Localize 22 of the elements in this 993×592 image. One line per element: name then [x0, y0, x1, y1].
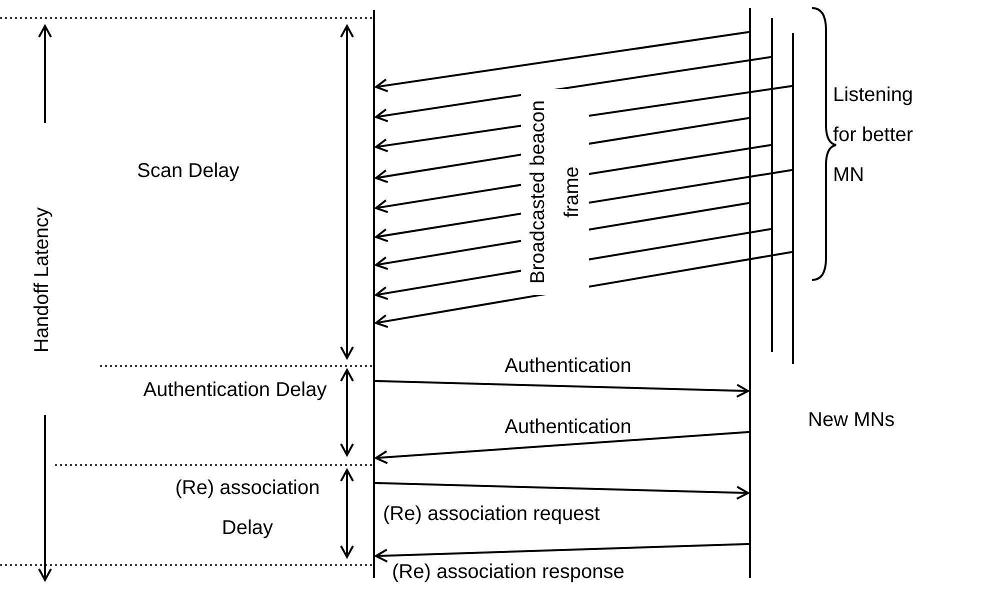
arrow [375, 31, 750, 92]
edge-label: (Re) association request [383, 502, 600, 527]
label: (Re) association Delay [174, 476, 321, 541]
arrow [375, 543, 750, 563]
lifeline [373, 10, 375, 578]
lifeline [771, 18, 773, 352]
arrow [375, 251, 792, 328]
lifeline [792, 33, 794, 364]
label: Authentication Delay [142, 378, 328, 403]
label: Handoff Latency [30, 207, 54, 353]
edge-label: Authentication [504, 354, 632, 379]
arrow [375, 431, 750, 464]
label: New MNs [808, 408, 895, 433]
arrow [374, 482, 749, 500]
label: Scan Delay [137, 159, 240, 184]
label: Listening for better MN [833, 83, 914, 188]
label: Broadcasted beacon frame [521, 89, 589, 295]
lifeline [749, 8, 751, 578]
arrow [375, 56, 772, 122]
edge-label: Authentication [504, 415, 632, 440]
arrow [374, 380, 749, 398]
edge-label: (Re) association response [392, 560, 624, 585]
